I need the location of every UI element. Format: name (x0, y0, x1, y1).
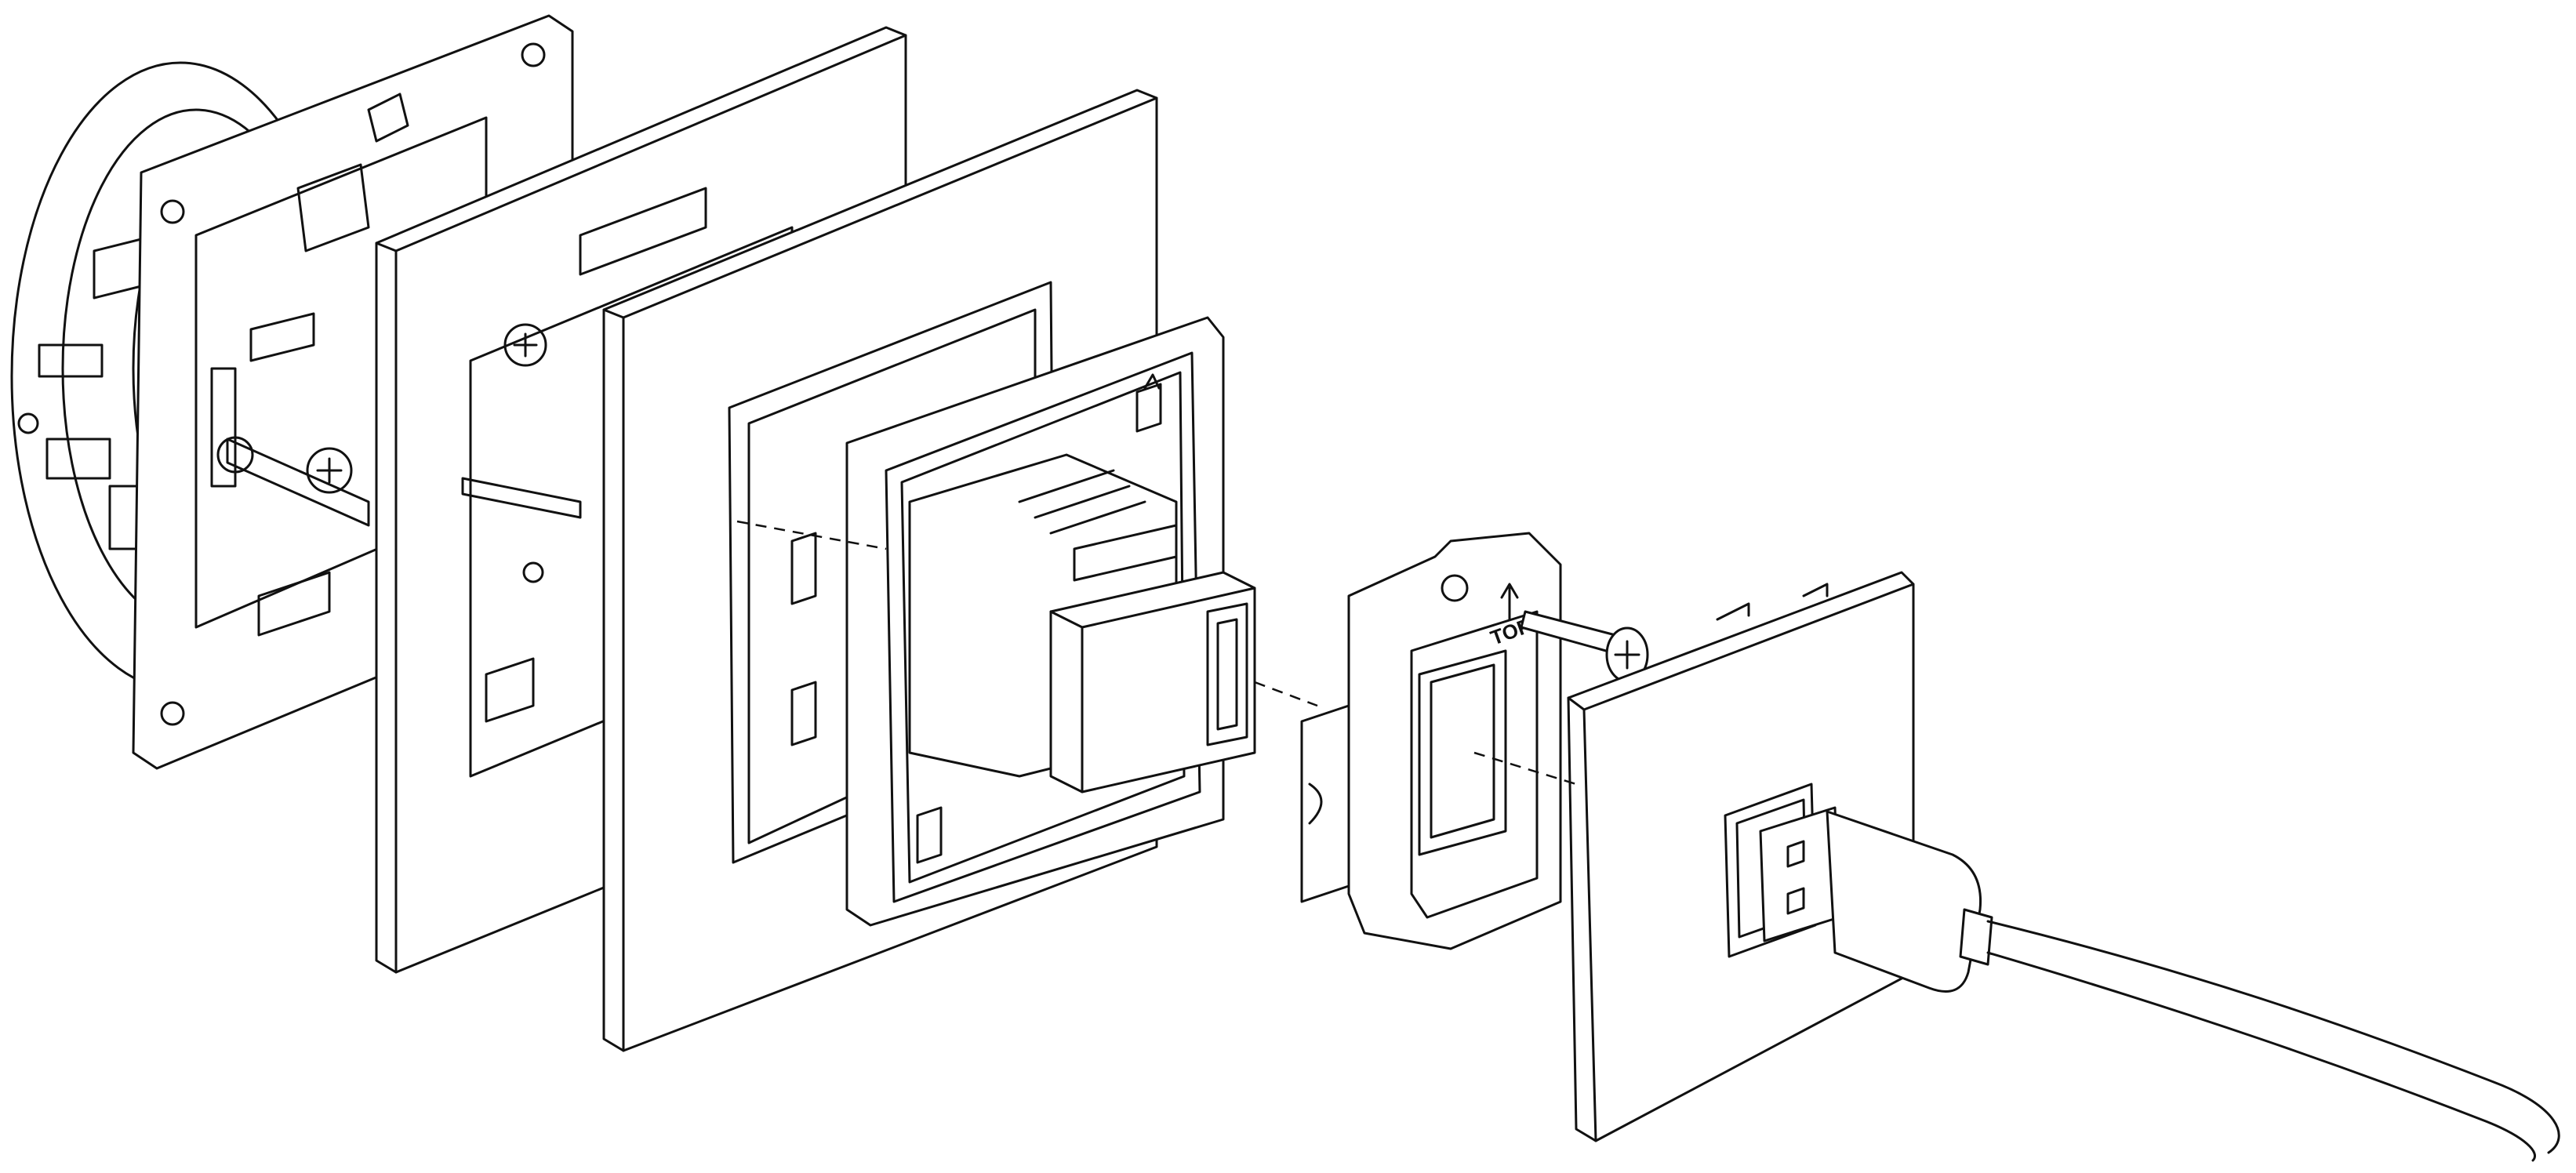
usb-cable (1759, 806, 2560, 1162)
usb-charger-module (845, 316, 1256, 927)
fixing-screw (1520, 610, 1649, 683)
adapter-plate: TOP (1300, 532, 1562, 950)
alignment-lines (736, 520, 1577, 786)
